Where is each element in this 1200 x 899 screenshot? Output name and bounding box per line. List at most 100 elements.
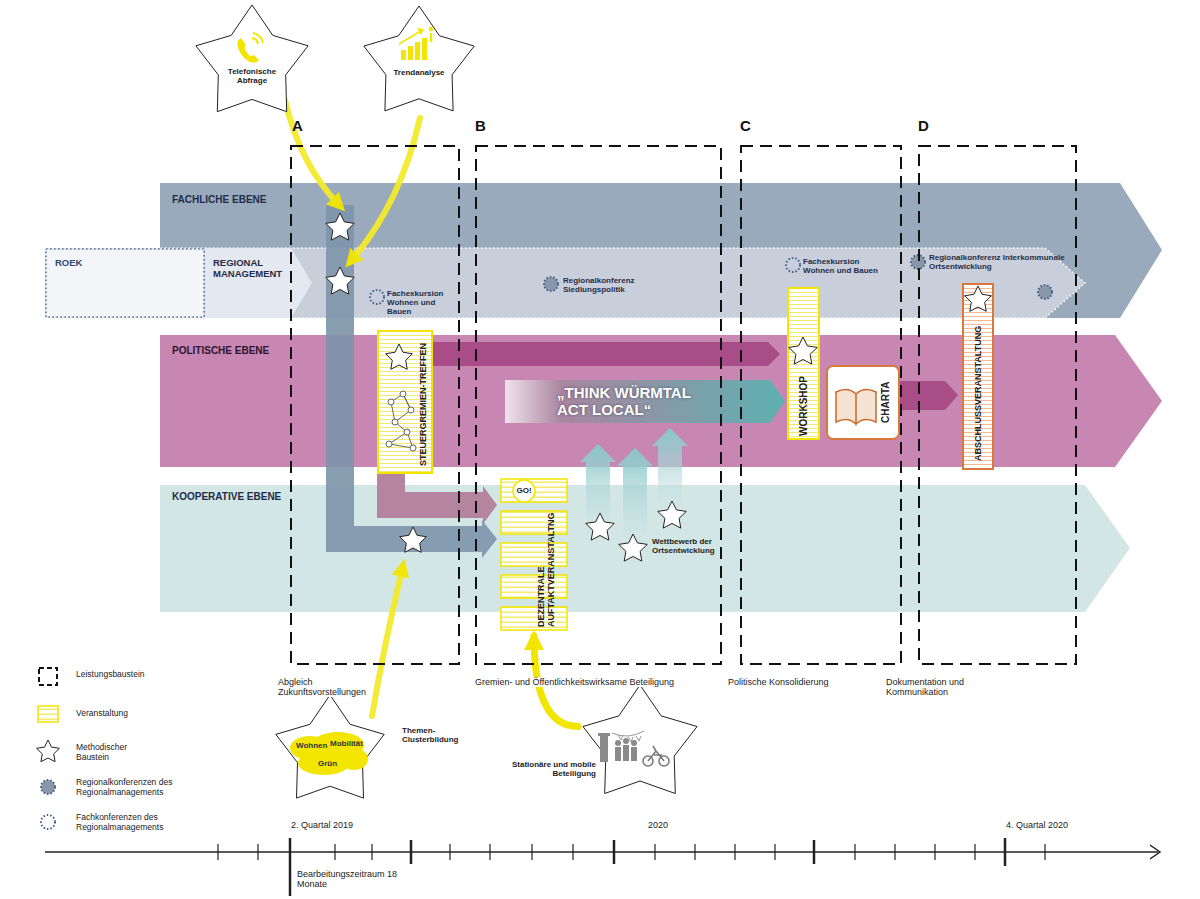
process-flows: [326, 205, 958, 558]
node-label-holder: Stationäre und mobile Beteiligung: [508, 760, 596, 778]
node-label: C: [740, 117, 751, 134]
node-label: Gremien- und Öffentlichkeitswirksame Bet…: [475, 677, 674, 687]
node-label: Politische Konsolidierung: [728, 677, 829, 687]
node-label-holder: KOOPERATIVE EBENE: [172, 491, 281, 503]
node-label: KOOPERATIVE EBENE: [172, 491, 281, 502]
level-band: FACHLICHE EBENE ROEK REGIONAL MANAGEMENT: [45, 183, 1162, 318]
annotation-holder: Grün: [318, 759, 337, 768]
work-package-shape: [918, 145, 1077, 665]
annotation: 2. Quartal 2019: [291, 820, 353, 830]
annotation-holder: Mobilität: [330, 739, 363, 748]
annotation: 2020: [648, 820, 668, 830]
node-label: Themen-Clusterbildung: [402, 726, 458, 744]
node-label: Abgleich Zukunftsvorstellungen: [278, 677, 366, 697]
annotation: Grün: [318, 759, 337, 768]
node-label: STEUERGREMIEN-TREFFEN: [418, 342, 428, 465]
legend-label: Methodischer Baustein: [76, 742, 127, 762]
timeline: [45, 838, 1160, 896]
node-label-holder: C: [740, 117, 751, 134]
legend-swatches: [37, 668, 60, 829]
annotation-holder: Fachexkursion Wohnen und Bauen: [387, 289, 459, 317]
node-label-holder: WORKSHOP: [798, 376, 810, 436]
legend-label-holder: Methodischer Baustein: [76, 743, 156, 763]
legend-label-holder: Fachkonferenzen des Regionalmanagements: [76, 813, 206, 833]
event-box: ABSCHLUSSVERANSTALTUNG: [962, 283, 994, 470]
annotation: Wettbewerb der Ortsentwicklung: [652, 537, 715, 555]
node-label: Stationäre und mobile Beteiligung: [512, 760, 596, 778]
annotation: Mobilität: [330, 739, 363, 748]
node-label: Telefonische Abfrage: [228, 67, 276, 85]
annotation: Fachexkursion Wohnen und Bauen: [387, 289, 443, 316]
method-star-shape: [578, 683, 702, 807]
node-label: REGIONAL MANAGEMENT: [213, 257, 282, 279]
node-label: B: [475, 117, 486, 134]
node-label-holder: D: [918, 117, 929, 134]
node-label: CHARTA: [880, 382, 891, 423]
charter-box: CHARTA: [826, 365, 900, 440]
method-star: Stationäre und mobile Beteiligung: [578, 683, 702, 807]
node-label: D: [918, 117, 929, 134]
annotation-holder: Regionalkonferenz Interkommunale Ortsent…: [929, 253, 1074, 271]
event-box: WORKSHOP: [787, 287, 820, 440]
event-box: STEUERGREMIEN-TREFFEN: [377, 330, 433, 474]
annotation: 4. Quartal 2020: [1006, 820, 1068, 830]
legend-label: Regionalkonferenzen des Regionalmanageme…: [76, 777, 172, 797]
annotation-holder: Bearbeitungszeitraum 18 Monate: [297, 870, 417, 890]
node-label-holder: A: [292, 117, 303, 134]
node-label-holder: FACHLICHE EBENE: [172, 194, 266, 206]
node-label-holder: Themen-Clusterbildung: [402, 726, 478, 744]
node-label-holder: Politische Konsolidierung: [728, 677, 838, 687]
annotation: Fachexkursion Wohnen und Bauen: [803, 257, 878, 275]
annotation: Bearbeitungszeitraum 18 Monate: [297, 869, 397, 889]
node-label-holder: REGIONAL MANAGEMENT: [213, 258, 293, 280]
node-label-holder: B: [475, 117, 486, 134]
legend-label-holder: Leistungsbaustein: [76, 670, 186, 680]
annotation: Regionalkonferenz Siedlungspolitik: [563, 276, 635, 294]
node-label: WORKSHOP: [798, 376, 809, 436]
program-box: ROEK: [45, 248, 205, 318]
program-box: REGIONAL MANAGEMENT: [205, 248, 312, 318]
node-label: POLITISCHE EBENE: [172, 345, 269, 356]
annotation: GO!: [516, 486, 531, 495]
legend-label: Veranstaltung: [76, 708, 128, 718]
node-label-holder: Trendanalyse: [377, 68, 461, 77]
node-label: DEZENTRALE AUFTAKTVERANSTALTNG: [536, 513, 556, 628]
annotation: Wohnen: [296, 741, 327, 750]
node-label-holder: STEUERGREMIEN-TREFFEN: [418, 342, 428, 465]
legend-label-holder: Veranstaltung: [76, 709, 186, 719]
node-label: Dokumentation und Kommunikation: [886, 677, 964, 697]
work-package-shape: [290, 145, 460, 665]
method-star-shape: [357, 2, 482, 124]
legend-label-holder: Regionalkonferenzen des Regionalmanageme…: [76, 778, 206, 798]
node-label-holder: ABSCHLUSSVERANSTALTUNG: [973, 326, 983, 461]
node-label: FACHLICHE EBENE: [172, 194, 266, 205]
annotation: Regionalkonferenz Interkommunale Ortsent…: [929, 253, 1065, 271]
node-label-holder: Telefonische Abfrage: [220, 67, 284, 85]
method-star: Telefonische Abfrage: [190, 2, 315, 124]
legend-label: Fachkonferenzen des Regionalmanagements: [76, 812, 163, 832]
annotation-holder: 2. Quartal 2019: [291, 820, 353, 830]
annotation-holder: GO!: [512, 486, 536, 495]
node-label: A: [292, 117, 303, 134]
method-star-shape: [272, 693, 390, 811]
event-stack: DEZENTRALE AUFTAKTVERANSTALTNG: [500, 478, 568, 634]
node-label-holder: „THINK WÜRMTAL ACT LOCAL“: [557, 384, 707, 419]
annotation-holder: 2020: [648, 820, 668, 830]
method-stars: [326, 213, 687, 561]
annotation-holder: Regionalkonferenz Siedlungspolitik: [563, 276, 653, 294]
node-label-holder: Abgleich Zukunftsvorstellungen: [278, 677, 390, 698]
annotation-holder: Fachexkursion Wohnen und Bauen: [803, 257, 883, 275]
node-label-holder: Gremien- und Öffentlichkeitswirksame Bet…: [475, 677, 675, 687]
node-label-holder: CHARTA: [880, 382, 892, 423]
node-label: ROEK: [55, 257, 82, 268]
node-label: ABSCHLUSSVERANSTALTUNG: [973, 326, 983, 461]
annotation-holder: Wettbewerb der Ortsentwicklung: [652, 537, 734, 555]
node-label: Trendanalyse: [393, 68, 444, 77]
node-label-holder: DEZENTRALE AUFTAKTVERANSTALTNG: [536, 513, 557, 627]
work-package: DDokumentation und KommunikationABSCHLUS…: [918, 145, 1077, 665]
node-label: „THINK WÜRMTAL ACT LOCAL“: [557, 384, 691, 418]
